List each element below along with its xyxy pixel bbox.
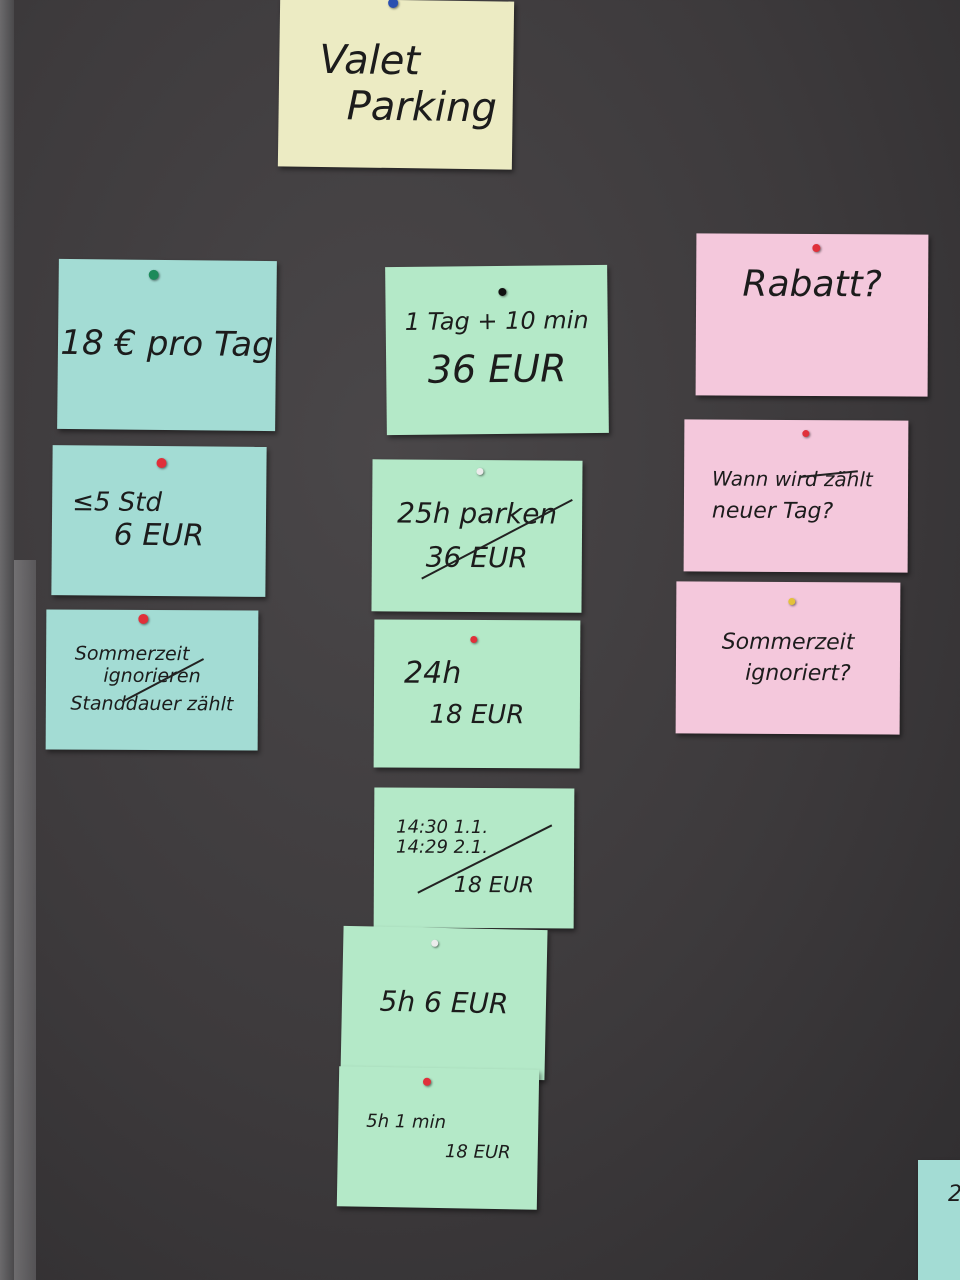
note-line: ≤5 Std: [72, 487, 163, 518]
note-card-edge[interactable]: 2: [918, 1160, 960, 1280]
pin-red-icon: [802, 430, 810, 438]
title-line-2: Parking: [346, 83, 498, 132]
note-card-right-3[interactable]: Sommerzeit ignoriert?: [675, 581, 901, 735]
note-line: 25h parken: [397, 496, 558, 531]
note-line: Rabatt?: [742, 263, 882, 306]
note-card-right-1[interactable]: Rabatt?: [695, 233, 929, 397]
note-line: Standdauer zählt: [70, 692, 234, 716]
pin-red-icon: [470, 635, 478, 644]
note-line-struck: 14:29 2.1.: [395, 836, 489, 859]
pin-green-icon: [148, 269, 159, 280]
note-line: neuer Tag?: [711, 498, 834, 525]
note-line: Sommerzeit: [74, 642, 190, 666]
note-line: 1 Tag + 10 min: [404, 306, 589, 337]
note-card-left-1[interactable]: 18 € pro Tag: [57, 258, 277, 432]
pin-red-icon: [422, 1077, 432, 1086]
title-line-1: Valet: [319, 36, 421, 85]
title-card[interactable]: Valet Parking: [277, 0, 515, 170]
note-card-mid-5[interactable]: 5h 6 EUR: [340, 925, 548, 1081]
pin-black-icon: [498, 287, 507, 296]
board-frame-shadow: [14, 560, 36, 1280]
note-line: 14:30 1.1.: [396, 816, 489, 838]
pin-yellow-icon: [788, 598, 796, 606]
note-line: Sommerzeit: [721, 629, 855, 656]
note-line: 5h 6 EUR: [379, 984, 509, 1021]
pin-red-icon: [138, 613, 149, 624]
pin-red-icon: [812, 244, 821, 253]
note-line: ignoriert?: [745, 660, 851, 687]
note-card-left-3[interactable]: Sommerzeit ignorieren Standdauer zählt: [45, 609, 259, 751]
note-card-mid-1[interactable]: 1 Tag + 10 min 36 EUR: [385, 264, 609, 436]
pin-blue-icon: [388, 0, 399, 9]
note-line: 18 EUR: [444, 1141, 511, 1164]
note-line: 24h: [404, 655, 462, 691]
note-card-mid-2[interactable]: 25h parken 36 EUR: [371, 459, 583, 613]
pin-white-icon: [431, 939, 439, 947]
note-line: 2: [948, 1182, 960, 1207]
note-card-mid-3[interactable]: 24h 18 EUR: [373, 619, 581, 769]
note-line: 6 EUR: [113, 517, 205, 554]
board-frame: [0, 0, 14, 1280]
note-line: 5h 1 min: [366, 1111, 447, 1134]
pin-red-icon: [156, 457, 167, 469]
note-card-mid-4[interactable]: 14:30 1.1. 14:29 2.1. 18 EUR: [373, 787, 575, 929]
note-card-mid-6[interactable]: 5h 1 min 18 EUR: [336, 1066, 540, 1210]
note-card-left-2[interactable]: ≤5 Std 6 EUR: [51, 445, 267, 597]
note-card-right-2[interactable]: Wann wird zählt neuer Tag?: [683, 419, 909, 573]
note-line: 18 EUR: [453, 872, 535, 899]
note-line: 18 EUR: [429, 700, 525, 731]
note-line: 18 € pro Tag: [60, 323, 274, 366]
pin-white-icon: [476, 467, 484, 476]
note-line: 36 EUR: [427, 346, 567, 392]
